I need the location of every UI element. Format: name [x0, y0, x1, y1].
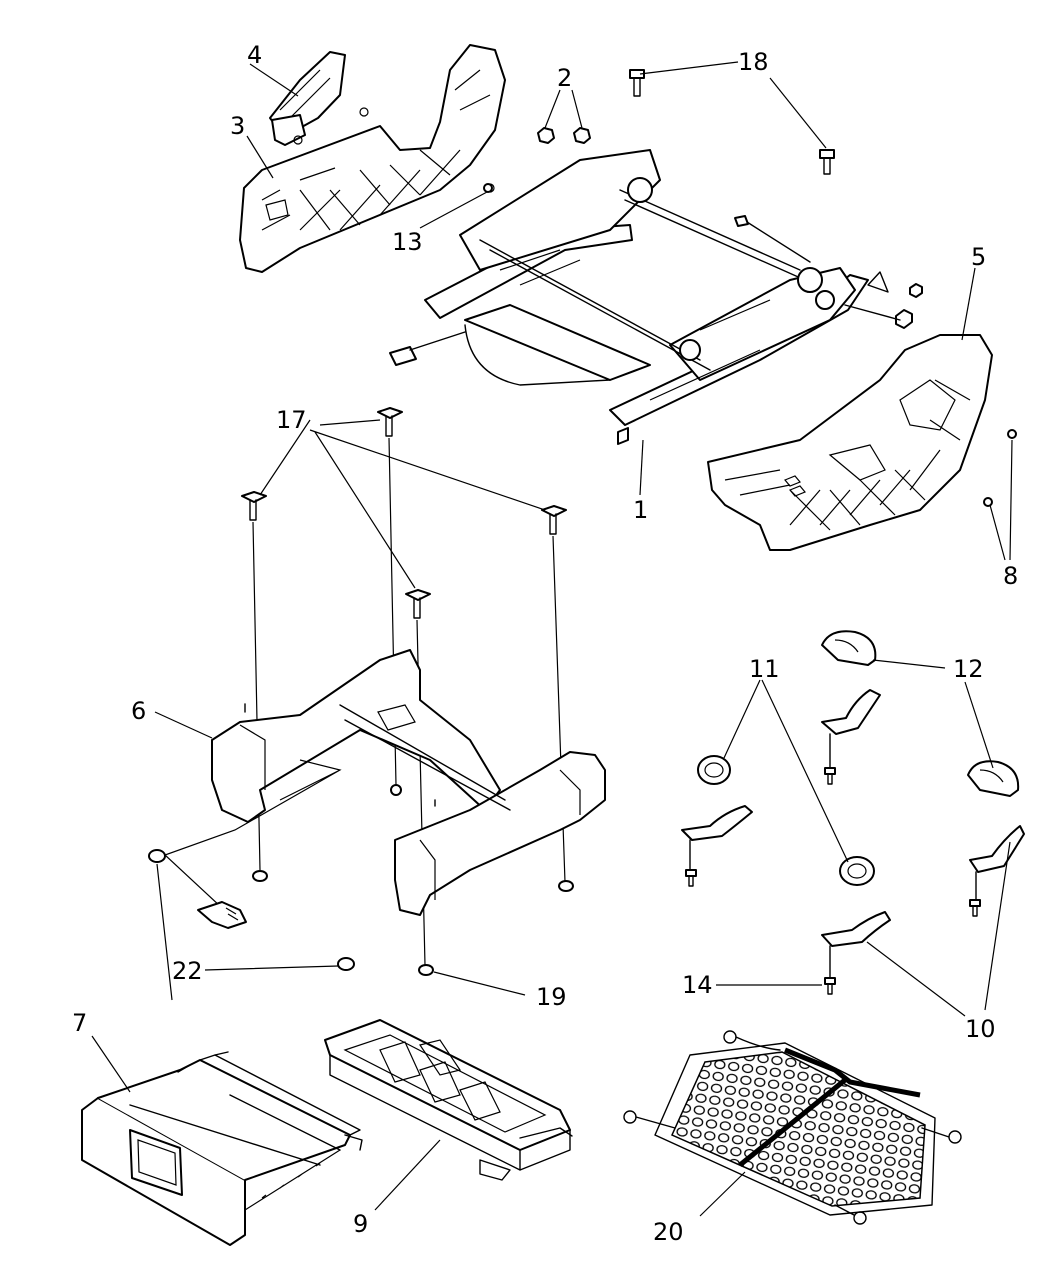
callout-5: 5	[971, 243, 986, 271]
part-13-screw	[483, 183, 493, 193]
callout-7: 7	[72, 1009, 87, 1037]
part-19-nuts	[252, 870, 574, 976]
callout-13: 13	[392, 228, 423, 256]
callout-19: 19	[536, 983, 567, 1011]
callout-9: 9	[353, 1210, 368, 1238]
part-17-push-pins	[241, 407, 567, 966]
callout-1: 1	[633, 496, 648, 524]
callout-8: 8	[1003, 562, 1018, 590]
callout-17: 17	[276, 406, 307, 434]
part-22-clips	[148, 849, 355, 971]
part-10-brackets	[681, 689, 1025, 947]
part-14-bolts	[685, 733, 981, 995]
part-11-bushings	[697, 755, 875, 886]
callout-labels: 4 2 18 3 13 5 17 1 8 11 12 6 22 19 14 10…	[72, 41, 1018, 1246]
callout-22: 22	[172, 957, 203, 985]
part-9-storage-tray	[324, 1019, 573, 1181]
callout-10: 10	[965, 1015, 996, 1043]
part-1-seat-adjuster-frame	[389, 149, 923, 445]
part-4-recliner-handle	[269, 51, 369, 146]
callout-6: 6	[131, 697, 146, 725]
part-20-cargo-net	[623, 1030, 962, 1225]
callout-2: 2	[557, 64, 572, 92]
part-2-nuts	[537, 127, 591, 144]
leader-lines	[91, 61, 1013, 1217]
part-7-storage-drawer	[81, 1051, 363, 1246]
callout-18: 18	[738, 48, 769, 76]
callout-3: 3	[230, 112, 245, 140]
part-5-side-shield-right	[707, 334, 1017, 551]
part-12-clamps	[821, 630, 1020, 797]
part-18-bolts	[629, 69, 835, 175]
callout-20: 20	[653, 1218, 684, 1246]
callout-14: 14	[682, 971, 713, 999]
part-6-seat-riser	[163, 649, 606, 921]
callout-4: 4	[247, 41, 262, 69]
callout-11: 11	[749, 655, 780, 683]
callout-12: 12	[953, 655, 984, 683]
